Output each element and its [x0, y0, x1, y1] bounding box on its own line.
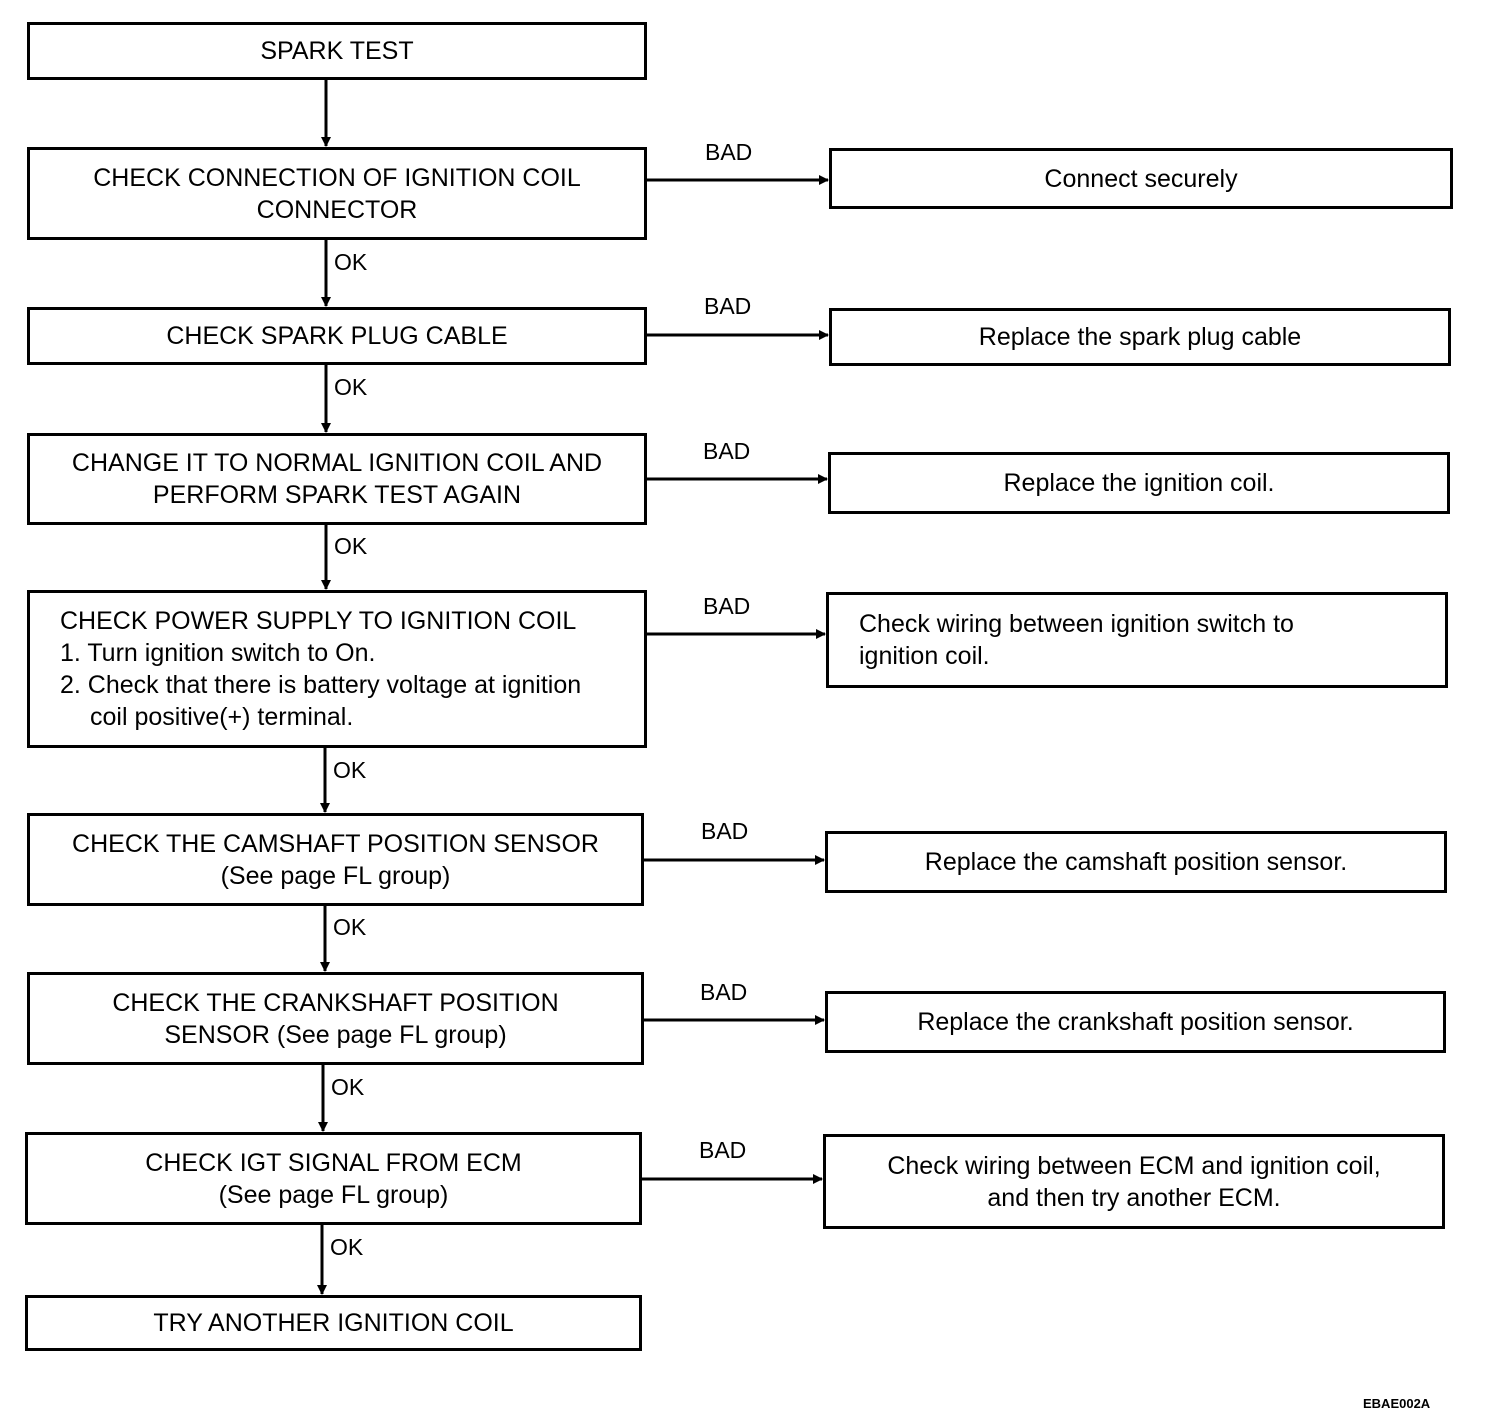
action-replace-crankshaft-sensor: Replace the crankshaft position sensor. [825, 991, 1446, 1053]
action-line: Replace the crankshaft position sensor. [917, 1008, 1354, 1036]
bad-label: BAD [705, 139, 753, 165]
step-line: CONNECTOR [256, 195, 418, 224]
step-line: (See page FL group) [220, 861, 451, 890]
step-check-crankshaft-sensor: CHECK THE CRANKSHAFT POSITION SENSOR (Se… [27, 972, 644, 1065]
bad-label: BAD [703, 438, 751, 464]
figure-code: EBAE002A [1363, 1396, 1431, 1411]
bad-label: BAD [703, 593, 751, 619]
bad-label: BAD [704, 293, 752, 319]
step-check-power-supply: CHECK POWER SUPPLY TO IGNITION COIL 1. T… [27, 590, 647, 748]
step-check-spark-plug-cable: CHECK SPARK PLUG CABLE [27, 307, 647, 365]
step-line: SPARK TEST [260, 37, 414, 65]
ok-label: OK [334, 533, 368, 559]
step-line: PERFORM SPARK TEST AGAIN [152, 481, 522, 509]
action-replace-camshaft-sensor: Replace the camshaft position sensor. [825, 831, 1447, 893]
bad-label: BAD [701, 818, 749, 844]
ok-label: OK [333, 914, 367, 940]
action-line: Connect securely [1044, 164, 1238, 193]
step-line: (See page FL group) [218, 1180, 449, 1209]
ok-label: OK [331, 1074, 365, 1100]
action-line: ignition coil. [859, 642, 990, 670]
action-line: Check wiring between ECM and ignition co… [887, 1151, 1381, 1180]
action-check-wiring-switch-coil: Check wiring between ignition switch to … [826, 592, 1448, 688]
step-line: CHECK THE CRANKSHAFT POSITION [112, 988, 559, 1017]
ok-label: OK [330, 1234, 364, 1260]
step-line: CHECK IGT SIGNAL FROM ECM [145, 1148, 522, 1177]
action-replace-spark-plug-cable: Replace the spark plug cable [829, 308, 1451, 366]
step-line: CHANGE IT TO NORMAL IGNITION COIL AND [71, 449, 603, 477]
step-line: 1. Turn ignition switch to On. [60, 639, 376, 667]
action-line: Replace the camshaft position sensor. [924, 848, 1348, 876]
action-line: Replace the ignition coil. [1003, 469, 1275, 497]
step-spark-test: SPARK TEST [27, 22, 647, 80]
step-line: CHECK POWER SUPPLY TO IGNITION COIL [60, 607, 577, 635]
action-check-wiring-ecm: Check wiring between ECM and ignition co… [823, 1134, 1445, 1229]
bad-label: BAD [700, 979, 748, 1005]
step-try-another-coil: TRY ANOTHER IGNITION COIL [25, 1295, 642, 1351]
bad-label: BAD [699, 1137, 747, 1163]
step-line: CHECK THE CAMSHAFT POSITION SENSOR [72, 829, 599, 858]
step-line: CHECK SPARK PLUG CABLE [166, 322, 508, 350]
action-line: Check wiring between ignition switch to [859, 610, 1294, 638]
action-line: Replace the spark plug cable [978, 323, 1302, 351]
step-line: coil positive(+) terminal. [90, 703, 354, 731]
action-line: and then try another ECM. [987, 1183, 1281, 1212]
step-check-ignition-coil-connector: CHECK CONNECTION OF IGNITION COIL CONNEC… [27, 147, 647, 240]
step-line: TRY ANOTHER IGNITION COIL [153, 1309, 514, 1337]
step-check-camshaft-sensor: CHECK THE CAMSHAFT POSITION SENSOR (See … [27, 813, 644, 906]
step-change-ignition-coil: CHANGE IT TO NORMAL IGNITION COIL AND PE… [27, 433, 647, 525]
step-line: SENSOR (See page FL group) [164, 1020, 507, 1049]
step-check-igt-signal: CHECK IGT SIGNAL FROM ECM (See page FL g… [25, 1132, 642, 1225]
step-line: CHECK CONNECTION OF IGNITION COIL [93, 163, 581, 192]
action-replace-ignition-coil: Replace the ignition coil. [828, 452, 1450, 514]
action-connect-securely: Connect securely [829, 148, 1453, 209]
ok-label: OK [333, 757, 367, 783]
ok-label: OK [334, 374, 368, 400]
step-line: 2. Check that there is battery voltage a… [60, 671, 582, 699]
ok-label: OK [334, 249, 368, 275]
